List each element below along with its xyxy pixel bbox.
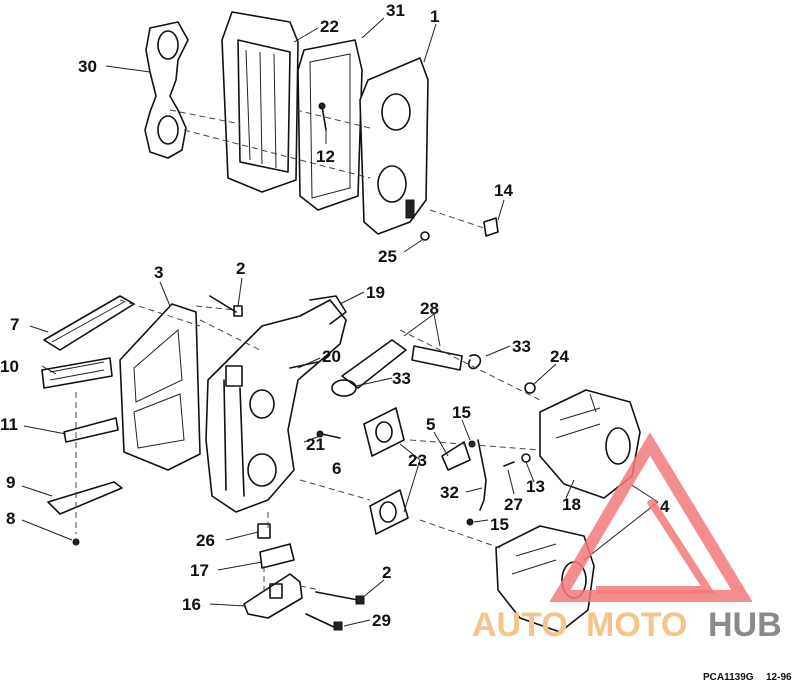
bolt-2-top xyxy=(209,295,243,317)
clip-14 xyxy=(483,217,499,237)
watermark-auto: AUTO xyxy=(472,606,568,644)
screw-8 xyxy=(72,538,80,546)
label-2-top: 2 xyxy=(236,259,245,278)
bolt-29 xyxy=(305,613,343,631)
label-13: 13 xyxy=(526,477,545,496)
label-28: 28 xyxy=(420,299,439,318)
watermark-hub: HUB xyxy=(708,606,782,644)
figure-date: 12-96 xyxy=(766,672,792,683)
label-27: 27 xyxy=(504,495,523,514)
ball-15-upper xyxy=(468,440,476,448)
center-alignment-lines xyxy=(199,319,321,592)
label-33-upper: 33 xyxy=(512,337,531,356)
reed-block-3 xyxy=(119,303,201,471)
label-3: 3 xyxy=(154,263,163,282)
label-18: 18 xyxy=(562,495,581,514)
gasket-23-upper xyxy=(363,407,405,457)
label-19: 19 xyxy=(366,283,385,302)
label-10: 10 xyxy=(0,357,19,376)
screw-12 xyxy=(318,102,327,131)
label-16: 16 xyxy=(182,595,201,614)
gasket-30 xyxy=(144,21,189,159)
label-21: 21 xyxy=(306,435,325,454)
label-23: 23 xyxy=(408,451,427,470)
reed-stop-7 xyxy=(43,295,135,351)
screw-25 xyxy=(420,231,430,241)
gasket-9 xyxy=(47,481,123,515)
watermark-triangle xyxy=(549,432,753,602)
bracket-17 xyxy=(259,543,295,569)
clamp-33-lower xyxy=(331,379,357,397)
label-2-bottom: 2 xyxy=(382,563,391,582)
label-7: 7 xyxy=(10,315,19,334)
ball-15-lower xyxy=(466,518,474,526)
label-15-lower: 15 xyxy=(490,515,509,534)
bolt-6 xyxy=(316,430,341,439)
watermark-moto: MOTO xyxy=(586,606,687,644)
plate-1 xyxy=(359,57,429,235)
right-alignment-lines xyxy=(299,329,541,549)
label-15-upper: 15 xyxy=(452,403,471,422)
rod-32 xyxy=(477,439,487,511)
top-alignment-lines xyxy=(169,109,485,229)
leader-lines xyxy=(21,17,659,627)
label-20: 20 xyxy=(322,347,341,366)
label-4: 4 xyxy=(660,497,670,516)
label-9: 9 xyxy=(6,473,15,492)
link-5 xyxy=(441,441,471,471)
nut-24 xyxy=(524,382,536,394)
label-22: 22 xyxy=(320,17,339,36)
label-31: 31 xyxy=(386,1,405,20)
left-alignment-lines xyxy=(75,299,237,534)
label-12: 12 xyxy=(316,147,335,166)
label-26: 26 xyxy=(196,531,215,550)
reed-plate-10 xyxy=(41,357,113,389)
nut-13 xyxy=(521,453,531,463)
watermark-logo: AUTO MOTO HUB xyxy=(472,432,782,644)
label-24: 24 xyxy=(550,347,569,366)
label-25: 25 xyxy=(378,247,397,266)
label-32: 32 xyxy=(440,483,459,502)
screw-26 xyxy=(257,523,271,539)
label-5: 5 xyxy=(426,415,435,434)
cover-22 xyxy=(221,11,299,193)
screw-27 xyxy=(503,461,515,467)
intake-manifold-body xyxy=(205,295,347,513)
bracket-16 xyxy=(243,573,303,619)
label-6: 6 xyxy=(332,459,341,478)
label-1: 1 xyxy=(430,7,439,26)
label-29: 29 xyxy=(372,611,391,630)
gasket-23-lower xyxy=(369,489,409,535)
label-17: 17 xyxy=(190,561,209,580)
reed-11 xyxy=(63,417,119,443)
label-8: 8 xyxy=(6,509,15,528)
label-33-lower: 33 xyxy=(392,369,411,388)
callout-labels: 30 22 31 1 12 14 25 3 2 19 7 28 33 24 20… xyxy=(0,1,670,630)
figure-code: PCA1139G xyxy=(703,672,754,683)
clamp-33-upper xyxy=(467,354,482,370)
label-30: 30 xyxy=(78,57,97,76)
gasket-31 xyxy=(297,39,363,211)
label-14: 14 xyxy=(494,181,513,200)
bolt-2-bottom xyxy=(315,591,365,605)
label-11: 11 xyxy=(0,415,18,434)
